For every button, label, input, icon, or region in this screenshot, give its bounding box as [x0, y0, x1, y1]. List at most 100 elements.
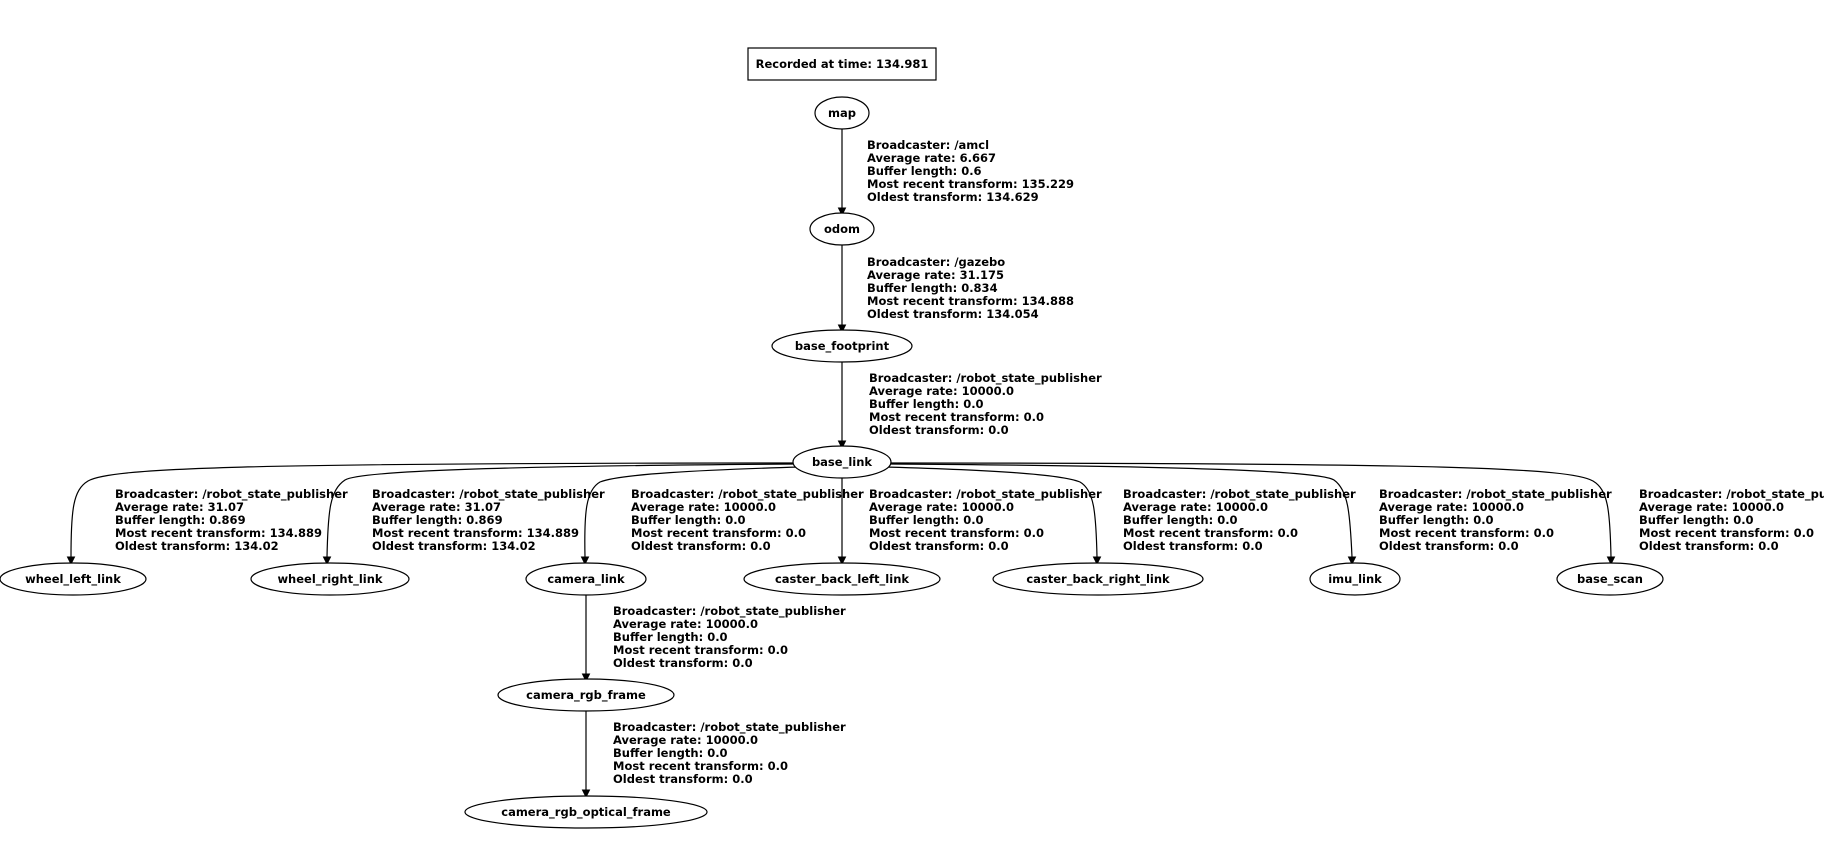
- node-ellipse: [792, 445, 892, 479]
- node-ellipse: [250, 562, 410, 596]
- node-label: caster_back_right_link: [1026, 572, 1170, 587]
- node-label: wheel_right_link: [277, 572, 382, 587]
- arrow-head-icon: [837, 556, 847, 566]
- edge-info-most-recent: Most recent transform: 134.889: [115, 526, 322, 540]
- recorded-time-label: Recorded at time: 134.981: [756, 57, 929, 71]
- edge-info-buffer-length: Buffer length: 0.0: [1639, 513, 1754, 527]
- edge-info-buffer-length: Buffer length: 0.0: [631, 513, 746, 527]
- edge-info-most-recent: Most recent transform: 0.0: [1379, 526, 1554, 540]
- edge-info-buffer-length: Buffer length: 0.0: [613, 630, 728, 644]
- edge-info-odom-base-footprint: Broadcaster: /gazebo Average rate: 31.17…: [867, 255, 1074, 321]
- node-base-scan: base_scan: [1556, 562, 1664, 596]
- edge-info-average-rate: Average rate: 31.07: [372, 500, 501, 514]
- recorded-time-frame: [747, 47, 937, 81]
- node-ellipse: [814, 96, 870, 130]
- edge-info-broadcaster: Broadcaster: /robot_state_publisher: [869, 371, 1102, 386]
- edge-info-oldest: Oldest transform: 134.629: [867, 190, 1039, 204]
- edge-base-link-imu-link: [888, 463, 1357, 566]
- node-label: camera_rgb_frame: [526, 688, 646, 703]
- edge-info-broadcaster: Broadcaster: /robot_state_publisher: [1123, 487, 1356, 502]
- edge-info-oldest: Oldest transform: 0.0: [1379, 539, 1519, 553]
- arrow-head-icon: [837, 440, 847, 450]
- edge-info-base-footprint-base-link: Broadcaster: /robot_state_publisher Aver…: [869, 371, 1102, 437]
- edge-info-average-rate: Average rate: 10000.0: [613, 617, 758, 631]
- edge-info-map-odom: Broadcaster: /amcl Average rate: 6.667 B…: [867, 138, 1074, 204]
- edge-info-broadcaster: Broadcaster: /robot_state_publisher: [1379, 487, 1612, 502]
- arrow-head-icon: [322, 556, 332, 566]
- edge-info-buffer-length: Buffer length: 0.0: [1379, 513, 1494, 527]
- arrow-head-icon: [66, 556, 76, 566]
- edge-info-average-rate: Average rate: 31.175: [867, 268, 1004, 282]
- edge-info-buffer-length: Buffer length: 0.869: [115, 513, 246, 527]
- node-camera-link: camera_link: [525, 562, 647, 596]
- edge-info-average-rate: Average rate: 10000.0: [869, 384, 1014, 398]
- edge-camera-link-camera-rgb-frame: [581, 595, 591, 683]
- edge-info-broadcaster: Broadcaster: /robot_state_publisher: [613, 604, 846, 619]
- edge-info-oldest: Oldest transform: 0.0: [869, 539, 1009, 553]
- edge-info-average-rate: Average rate: 31.07: [115, 500, 244, 514]
- node-label: imu_link: [1328, 572, 1382, 587]
- edge-info-most-recent: Most recent transform: 0.0: [613, 759, 788, 773]
- node-odom: odom: [809, 212, 875, 246]
- edge-info-broadcaster: Broadcaster: /robot_state_publisher: [372, 487, 605, 502]
- edge-info-most-recent: Most recent transform: 0.0: [631, 526, 806, 540]
- edge-info-average-rate: Average rate: 10000.0: [1123, 500, 1268, 514]
- edge-info-broadcaster: Broadcaster: /robot_state_publisher: [869, 487, 1102, 502]
- node-ellipse: [464, 795, 708, 829]
- node-ellipse: [525, 562, 647, 596]
- edge-info-average-rate: Average rate: 6.667: [867, 151, 996, 165]
- node-imu-link: imu_link: [1309, 562, 1401, 596]
- arrow-head-icon: [837, 207, 847, 217]
- arrow-head-icon: [581, 673, 591, 683]
- node-label: base_scan: [1577, 572, 1643, 587]
- edge-info-buffer-length: Buffer length: 0.0: [869, 397, 984, 411]
- edge-info-broadcaster: Broadcaster: /robot_state_publisher: [1639, 487, 1824, 502]
- edge-info-oldest: Oldest transform: 134.02: [372, 539, 536, 553]
- node-ellipse: [497, 678, 675, 712]
- recorded-time-box: Recorded at time: 134.981: [747, 47, 937, 81]
- arrow-head-icon: [1347, 556, 1357, 566]
- node-ellipse: [0, 562, 147, 596]
- node-label: map: [828, 106, 856, 120]
- edge-info-base-link-wheel-left-link: Broadcaster: /robot_state_publisher Aver…: [115, 487, 348, 553]
- edge-info-buffer-length: Buffer length: 0.0: [1123, 513, 1238, 527]
- edge-info-camera-rgb-frame-camera-rgb-optical-frame: Broadcaster: /robot_state_publisher Aver…: [613, 720, 846, 786]
- node-ellipse: [743, 562, 941, 596]
- node-label: camera_link: [547, 572, 625, 587]
- edge-camera-rgb-frame-camera-rgb-optical-frame: [581, 711, 591, 799]
- edge-info-most-recent: Most recent transform: 135.229: [867, 177, 1074, 191]
- node-base-link: base_link: [792, 445, 892, 479]
- arrow-head-icon: [1606, 556, 1616, 566]
- node-caster-back-left-link: caster_back_left_link: [743, 562, 941, 596]
- edge-base-link-caster-back-right-link: [883, 466, 1102, 566]
- edge-info-broadcaster: Broadcaster: /robot_state_publisher: [613, 720, 846, 735]
- edge-info-base-link-caster-back-left-link: Broadcaster: /robot_state_publisher Aver…: [869, 487, 1102, 553]
- edge-info-oldest: Oldest transform: 0.0: [631, 539, 771, 553]
- edge-info-oldest: Oldest transform: 134.054: [867, 307, 1039, 321]
- edge-info-broadcaster: Broadcaster: /amcl: [867, 138, 989, 152]
- edge-info-base-link-caster-back-right-link: Broadcaster: /robot_state_publisher Aver…: [1123, 487, 1356, 553]
- edge-info-most-recent: Most recent transform: 134.888: [867, 294, 1074, 308]
- edge-map-odom: [837, 129, 847, 217]
- edge-base-link-camera-link: [580, 466, 801, 566]
- node-caster-back-right-link: caster_back_right_link: [992, 562, 1204, 596]
- node-ellipse: [1556, 562, 1664, 596]
- node-label: base_footprint: [795, 339, 890, 354]
- edge-info-broadcaster: Broadcaster: /robot_state_publisher: [631, 487, 864, 502]
- node-label: odom: [824, 222, 860, 236]
- edge-base-link-base-scan: [890, 462, 1616, 566]
- edge-odom-base-footprint: [837, 245, 847, 334]
- edge-info-oldest: Oldest transform: 0.0: [613, 772, 753, 786]
- node-label: wheel_left_link: [25, 572, 121, 587]
- edge-base-link-wheel-left-link: [66, 462, 794, 566]
- edge-info-oldest: Oldest transform: 0.0: [1123, 539, 1263, 553]
- edge-info-most-recent: Most recent transform: 134.889: [372, 526, 579, 540]
- edge-info-oldest: Oldest transform: 0.0: [869, 423, 1009, 437]
- node-camera-rgb-frame: camera_rgb_frame: [497, 678, 675, 712]
- node-label: caster_back_left_link: [775, 572, 909, 587]
- edge-info-average-rate: Average rate: 10000.0: [869, 500, 1014, 514]
- edge-info-broadcaster: Broadcaster: /gazebo: [867, 255, 1005, 269]
- node-wheel-left-link: wheel_left_link: [0, 562, 147, 596]
- arrow-head-icon: [1092, 556, 1102, 566]
